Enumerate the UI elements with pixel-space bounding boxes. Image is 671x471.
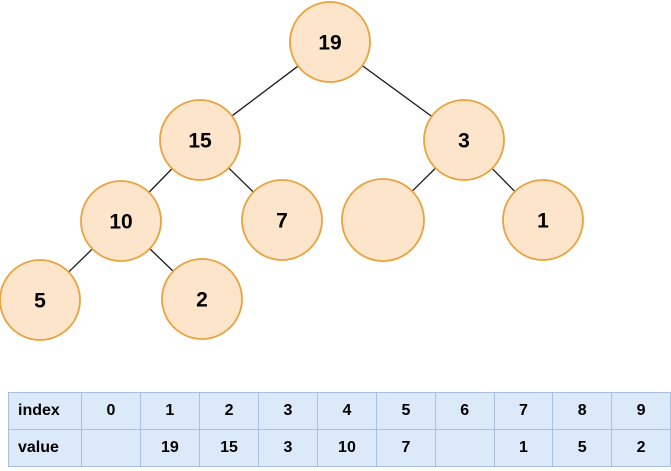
tree-edges-group (68, 65, 516, 273)
node-label: 19 (318, 32, 341, 55)
node-circle[interactable] (159, 99, 241, 181)
cell-value-6[interactable] (434, 429, 495, 467)
cell-index-0[interactable]: 0 (81, 392, 141, 430)
cell-index-9[interactable]: 9 (611, 392, 671, 430)
node-label: 1 (537, 210, 549, 233)
node-label: 3 (458, 130, 470, 153)
tree-node-15[interactable]: 15 (159, 99, 241, 181)
node-circle[interactable] (0, 259, 81, 341)
cell-index-3[interactable]: 3 (258, 392, 318, 430)
tree-node-1[interactable]: 1 (502, 179, 584, 261)
cell-value-9[interactable]: 2 (611, 429, 671, 467)
tree-edge-n3-n6 (411, 167, 436, 192)
tree-node-19[interactable]: 19 (289, 1, 371, 83)
node-label: 15 (188, 130, 212, 153)
tree-node-10[interactable]: 10 (80, 180, 162, 262)
tree-edge-n4-n9 (149, 248, 174, 272)
tree-edge-n2-n5 (228, 167, 254, 193)
node-label: 5 (34, 290, 46, 313)
node-circle[interactable] (161, 258, 243, 340)
tree-node-3[interactable]: 3 (423, 99, 505, 181)
tree-node-7[interactable]: 7 (241, 179, 323, 261)
tree-edge-n1-n3 (361, 65, 433, 117)
cell-value-2[interactable]: 15 (198, 429, 260, 467)
node-circle[interactable] (241, 179, 323, 261)
cell-index-5[interactable]: 5 (376, 392, 436, 430)
cell-value-8[interactable]: 5 (552, 429, 613, 467)
cell-value-4[interactable]: 10 (316, 429, 378, 467)
cell-index-1[interactable]: 1 (139, 392, 200, 430)
tree-edge-n1-n2 (231, 65, 299, 117)
tree-node-2[interactable]: 2 (161, 258, 243, 340)
cell-value-7[interactable]: 1 (493, 429, 554, 467)
row-label-index: index (7, 392, 83, 430)
cell-value-1[interactable]: 19 (139, 429, 200, 467)
cell-value-5[interactable]: 7 (376, 429, 436, 467)
tree-node-empty-6[interactable] (341, 178, 425, 262)
cell-value-3[interactable]: 3 (258, 429, 318, 467)
node-circle[interactable] (80, 180, 162, 262)
cell-index-4[interactable]: 4 (316, 392, 378, 430)
tree-node-5[interactable]: 5 (0, 259, 81, 341)
node-circle[interactable] (502, 179, 584, 261)
node-label: 10 (109, 211, 132, 234)
cell-index-7[interactable]: 7 (493, 392, 554, 430)
tree-edge-n3-n7 (491, 168, 516, 192)
cell-index-2[interactable]: 2 (198, 392, 260, 430)
tree-edge-n4-n8 (68, 248, 93, 273)
tree-edge-n2-n4 (148, 168, 173, 193)
cell-index-6[interactable]: 6 (434, 392, 495, 430)
node-circle[interactable] (289, 1, 371, 83)
node-circle[interactable] (341, 178, 425, 262)
node-label: 2 (196, 289, 208, 312)
node-label: 7 (276, 210, 288, 233)
node-circle[interactable] (423, 99, 505, 181)
row-label-value: value (7, 429, 83, 467)
cell-value-0[interactable] (81, 429, 141, 467)
cell-index-8[interactable]: 8 (552, 392, 613, 430)
